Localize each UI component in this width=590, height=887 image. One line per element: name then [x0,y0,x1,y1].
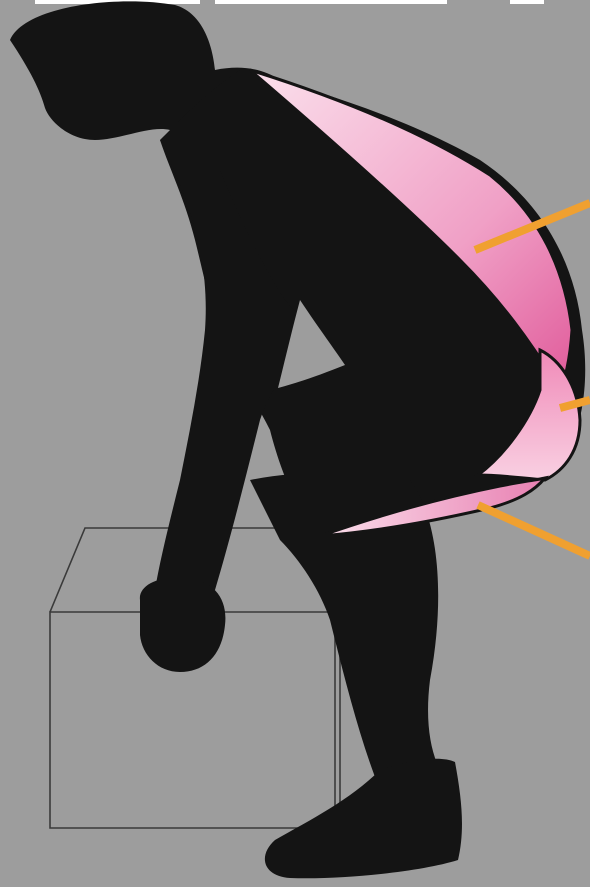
fist [140,577,226,672]
callout-hamstring [478,505,590,556]
shoe [265,759,462,879]
body-silhouette [10,1,585,878]
